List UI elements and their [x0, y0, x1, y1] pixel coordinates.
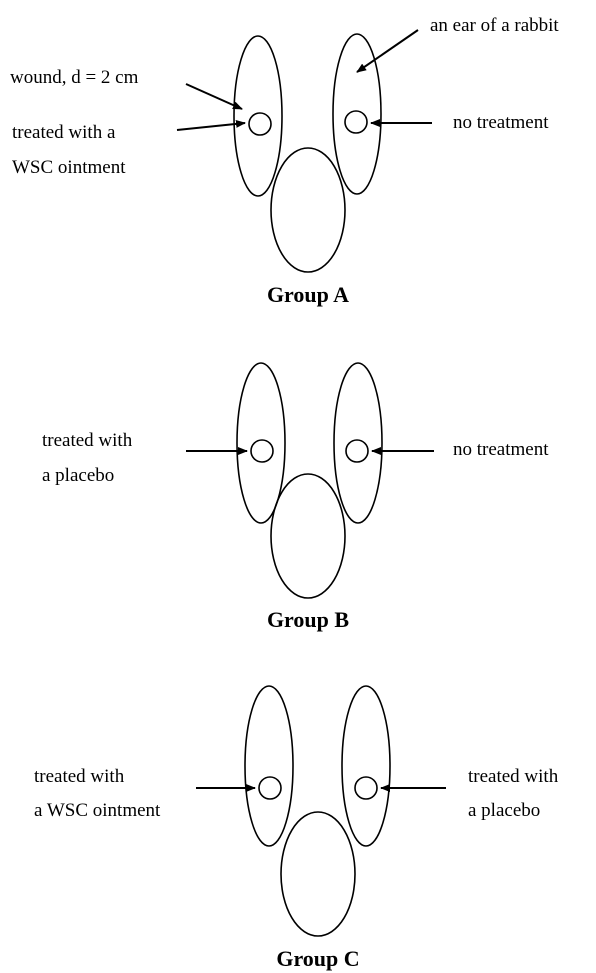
left-ear-c [245, 686, 293, 846]
ear-arrow [357, 30, 418, 72]
wound-left-a [249, 113, 271, 135]
group-c: treated with a WSC ointment treated with… [34, 686, 559, 971]
ear-label: an ear of a rabbit [430, 15, 559, 36]
right-ear-b [334, 363, 382, 523]
wound-left-c [259, 777, 281, 799]
right-ear-a [333, 34, 381, 194]
left-label-b-line1: treated with [42, 430, 133, 451]
right-label-c-line2: a placebo [468, 800, 540, 821]
left-ear-a [234, 36, 282, 196]
wound-left-b [251, 440, 273, 462]
group-b-title: Group B [267, 607, 349, 632]
group-a-title: Group A [267, 282, 349, 307]
head-a [271, 148, 345, 272]
left-label-a-line2: WSC ointment [12, 157, 126, 178]
rabbit-head-c [245, 686, 390, 936]
left-label-c-line2: a WSC ointment [34, 800, 161, 821]
wound-right-b [346, 440, 368, 462]
group-a: an ear of a rabbit wound, d = 2 cm treat… [10, 15, 559, 307]
wound-right-c [355, 777, 377, 799]
right-label-c-line1: treated with [468, 766, 559, 787]
right-label-b: no treatment [453, 439, 549, 460]
group-b: treated with a placebo no treatment Grou… [42, 363, 549, 632]
group-c-title: Group C [276, 946, 359, 971]
rabbit-head-b [237, 363, 382, 598]
wound-right-a [345, 111, 367, 133]
right-label-a: no treatment [453, 112, 549, 133]
left-label-c-line1: treated with [34, 766, 125, 787]
left-label-b-line2: a placebo [42, 465, 114, 486]
head-c [281, 812, 355, 936]
wound-arrow [186, 84, 242, 109]
left-label-a-line1: treated with a [12, 122, 116, 143]
head-b [271, 474, 345, 598]
wound-label: wound, d = 2 cm [10, 67, 139, 88]
right-ear-c [342, 686, 390, 846]
